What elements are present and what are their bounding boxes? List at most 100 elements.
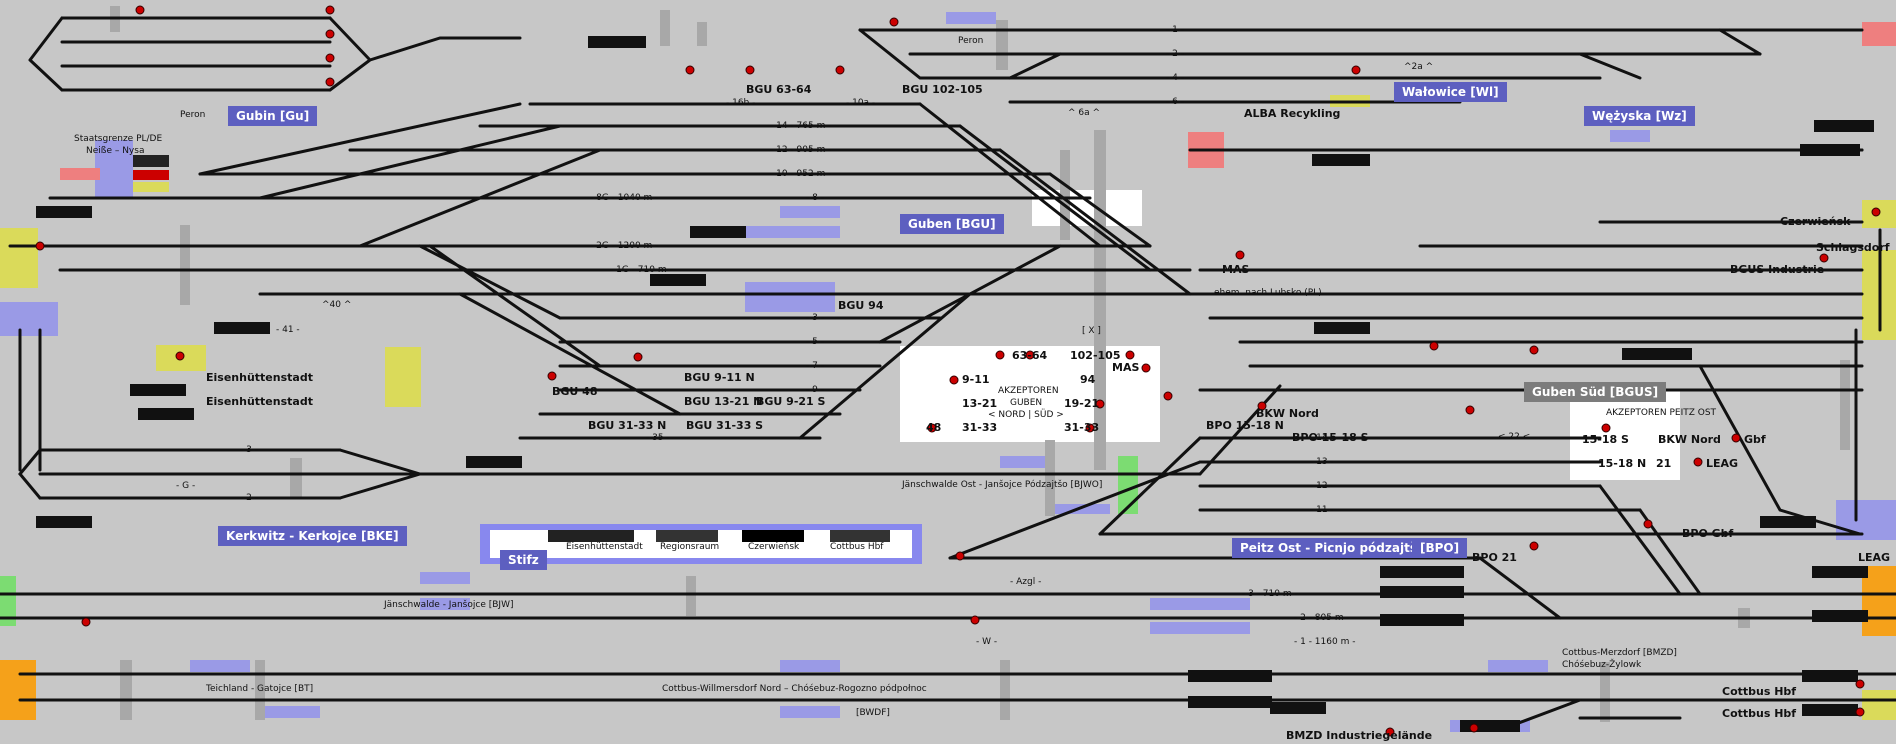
track-1g: - 1G - 710 m - xyxy=(610,265,673,275)
track-14-peitz: - 14 - xyxy=(1310,433,1334,443)
label-jaenschwalde-ost: Jänschwalde Ost - Janšojce Pódzajtšo [BJ… xyxy=(902,480,1103,490)
akz-911[interactable]: 9-11 xyxy=(962,373,990,386)
track-35: - 35 - xyxy=(646,433,670,443)
label-bgu3133n: BGU 31-33 N xyxy=(588,419,667,432)
track-14: - 14 - 765 m - xyxy=(770,121,832,131)
track-3: - 3 - xyxy=(806,313,824,323)
akz-bkwnord[interactable]: BKW Nord xyxy=(1658,433,1721,446)
label-lubsko: ehem. nach Lubsko (PL) xyxy=(1214,288,1322,298)
akz-mas[interactable]: MAS xyxy=(1112,361,1140,374)
track-2-bottom: - 2 - 805 m - xyxy=(1294,613,1350,623)
label-x: [ X ] xyxy=(1082,326,1101,336)
akz-gbf[interactable]: Gbf xyxy=(1744,433,1766,446)
akz-48[interactable]: 48 xyxy=(926,421,942,434)
akz-1518n[interactable]: 15-18 N xyxy=(1598,457,1647,470)
station-kerkwitz: Kerkwitz - Kerkojce [BKE] xyxy=(218,526,407,546)
station-bpo: [BPO] xyxy=(1412,538,1468,558)
label-bgu94: BGU 94 xyxy=(838,299,884,312)
akz-3133b[interactable]: 31-33 xyxy=(1064,421,1100,434)
akz-1321[interactable]: 13-21 xyxy=(962,397,998,410)
legend-eisen-swatch xyxy=(548,530,634,542)
akz-1921[interactable]: 19-21 xyxy=(1064,397,1100,410)
track-11-peitz: - 11 - xyxy=(1310,505,1334,515)
label-teichland: Teichland - Gatojce [BT] xyxy=(206,684,314,694)
track-12-peitz: - 12 - xyxy=(1310,481,1334,491)
track-8: - 8 - xyxy=(806,193,824,203)
legend-regionsraum-swatch xyxy=(656,530,718,542)
label-bgu102105: BGU 102-105 xyxy=(902,83,983,96)
label-bkw-nord: BKW Nord xyxy=(1256,407,1319,420)
track-41: - 41 - xyxy=(276,325,300,335)
track-8g: - 8G - 1040 m - xyxy=(590,193,659,203)
track-5: - 5 - xyxy=(806,337,824,347)
akz-94[interactable]: 94 xyxy=(1080,373,1096,386)
label-jaenschwalde: Jänschwalde - Janšojce [BJW] xyxy=(384,600,514,610)
label-peron-left: Peron xyxy=(180,110,206,120)
track-9: - 9 - xyxy=(806,385,824,395)
track-10a: - 10a - xyxy=(846,98,876,108)
akz-guben-ns: < NORD | SÜD > xyxy=(988,410,1064,420)
track-2g: - 2G - 1200 m - xyxy=(590,241,659,251)
label-bpo1518n: BPO 15-18 N xyxy=(1206,419,1284,432)
label-schlagsdorf: Schlagsdorf xyxy=(1816,241,1890,254)
label-bgu48: BGU 48 xyxy=(552,385,598,398)
track-12: - 12 - 905 m - xyxy=(770,145,832,155)
label-cottbus-willmersdorf: Cottbus-Willmersdorf Nord – Chóśebuz-Rog… xyxy=(662,684,927,694)
label-bgu1321n: BGU 13-21 N xyxy=(684,395,763,408)
track-16b: - 16b - xyxy=(726,98,756,108)
akz-1518s[interactable]: 15-18 S xyxy=(1582,433,1629,446)
legend-cottbus-swatch xyxy=(830,530,890,542)
track-g-left: - G - xyxy=(176,481,196,491)
label-alba: ALBA Recykling xyxy=(1244,107,1341,120)
label-2a: ^2a ^ xyxy=(1404,62,1434,72)
akz-peitz-title: AKZEPTOREN PEITZ OST xyxy=(1606,408,1717,418)
legend-eisen: Eisenhüttenstadt xyxy=(566,542,643,552)
label-cottbus-merzdorf: Cottbus-Merzdorf [BMZD] xyxy=(1562,648,1677,658)
label-czerwiensk: Czerwieńsk xyxy=(1780,215,1851,228)
track-2-right: - 2 - xyxy=(1166,49,1184,59)
akz-leag[interactable]: LEAG xyxy=(1706,457,1739,470)
label-chosebuz-zylowk: Chóśebuz-Žylowk xyxy=(1562,660,1642,670)
label-cottbus-hbf1: Cottbus Hbf xyxy=(1722,685,1797,698)
label-bwdf: [BWDF] xyxy=(856,708,890,718)
akz-guben-title: AKZEPTOREN xyxy=(998,386,1059,396)
label-bpo21: BPO 21 xyxy=(1472,551,1517,564)
akz-102105[interactable]: 102-105 xyxy=(1070,349,1121,362)
track-3-left: - 3 - xyxy=(240,445,258,455)
label-bgu6364: BGU 63-64 xyxy=(746,83,812,96)
label-eisen2: Eisenhüttenstadt xyxy=(206,395,313,408)
station-guben-sued: Guben Süd [BGUS] xyxy=(1524,382,1667,402)
legend-cottbus: Cottbus Hbf xyxy=(830,542,884,552)
label-bgus-industrie: BGUS Industrie xyxy=(1730,263,1825,276)
legend-czerwiensk: Czerwieńsk xyxy=(748,542,800,552)
label-bgu3133s: BGU 31-33 S xyxy=(686,419,764,432)
station-peitz-ost: Peitz Ost - Picnjo pódzajtšo xyxy=(1232,538,1434,558)
label-neisse: Neiße – Nysa xyxy=(86,146,145,156)
track-7: - 7 - xyxy=(806,361,824,371)
track-6-right: - 6 - xyxy=(1166,97,1184,107)
station-guben: Guben [BGU] xyxy=(900,214,1004,234)
label-staatsgrenze: Staatsgrenze PL/DE xyxy=(74,134,163,144)
track-3-bottom: - 3 - 710 m - xyxy=(1242,589,1298,599)
label-bpo-gbf: BPO Gbf xyxy=(1682,527,1734,540)
akz-3133a[interactable]: 31-33 xyxy=(962,421,998,434)
label-cottbus-hbf2: Cottbus Hbf xyxy=(1722,707,1797,720)
label-bgu921s: BGU 9-21 S xyxy=(756,395,826,408)
label-bmzd: BMZD Industriegelände xyxy=(1286,729,1433,742)
station-stiftz: Stifz xyxy=(500,550,547,570)
legend-czerwiensk-swatch xyxy=(742,530,804,542)
akz-6364[interactable]: 63-64 xyxy=(1012,349,1048,362)
track-1-bottom: - 1 - 1160 m - xyxy=(1294,637,1356,647)
track-13-peitz: - 13 - xyxy=(1310,457,1334,467)
station-gubin: Gubin [Gu] xyxy=(228,106,318,126)
label-eisen1: Eisenhüttenstadt xyxy=(206,371,313,384)
label-6a: ^ 6a ^ xyxy=(1068,108,1101,118)
label-peron-top: Peron xyxy=(958,36,984,46)
akz-21[interactable]: 21 xyxy=(1656,457,1672,470)
station-wezyska: Wężyska [Wz] xyxy=(1584,106,1695,126)
label-40: ^40 ^ xyxy=(322,300,352,310)
label-bpo1518s: BPO 15-18 S xyxy=(1292,431,1369,444)
label-bgu911n: BGU 9-11 N xyxy=(684,371,755,384)
